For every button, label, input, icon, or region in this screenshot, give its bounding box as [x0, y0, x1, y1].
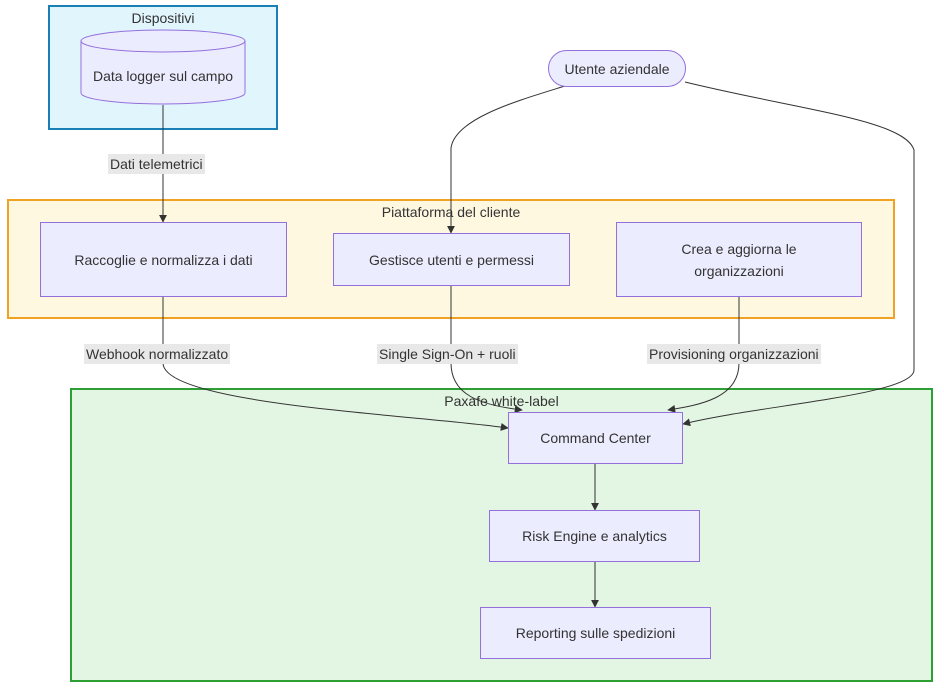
cluster-paxafe-title: Paxafe white-label: [444, 393, 559, 409]
node-reporting: Reporting sulle spedizioni: [480, 607, 711, 659]
edge-user-to-command: [682, 81, 915, 427]
edge-label-provisioning: Provisioning organizzazioni: [647, 344, 821, 364]
data-logger-cylinder: [80, 29, 246, 105]
edge-label-webhook: Webhook normalizzato: [84, 344, 231, 364]
edge-webhook: [162, 296, 509, 431]
node-organizations: Crea e aggiorna le organizzazioni: [616, 222, 862, 297]
node-enterprise-user: Utente aziendale: [548, 50, 686, 87]
edge-sso: [450, 285, 523, 414]
node-collect-normalize: Raccoglie e normalizza i dati: [40, 222, 287, 297]
node-risk-engine: Risk Engine e analytics: [489, 510, 700, 562]
edge-label-sso: Single Sign-On + ruoli: [377, 344, 518, 364]
node-command-center: Command Center: [508, 412, 683, 464]
node-data-logger-label: Data logger sul campo: [92, 68, 234, 84]
edge-provisioning: [667, 296, 740, 413]
cluster-devices-title: Dispositivi: [131, 10, 195, 26]
edge-user-to-manage: [447, 85, 566, 234]
node-manage-users: Gestisce utenti e permessi: [333, 233, 570, 286]
edge-label-telemetry: Dati telemetrici: [108, 154, 205, 174]
